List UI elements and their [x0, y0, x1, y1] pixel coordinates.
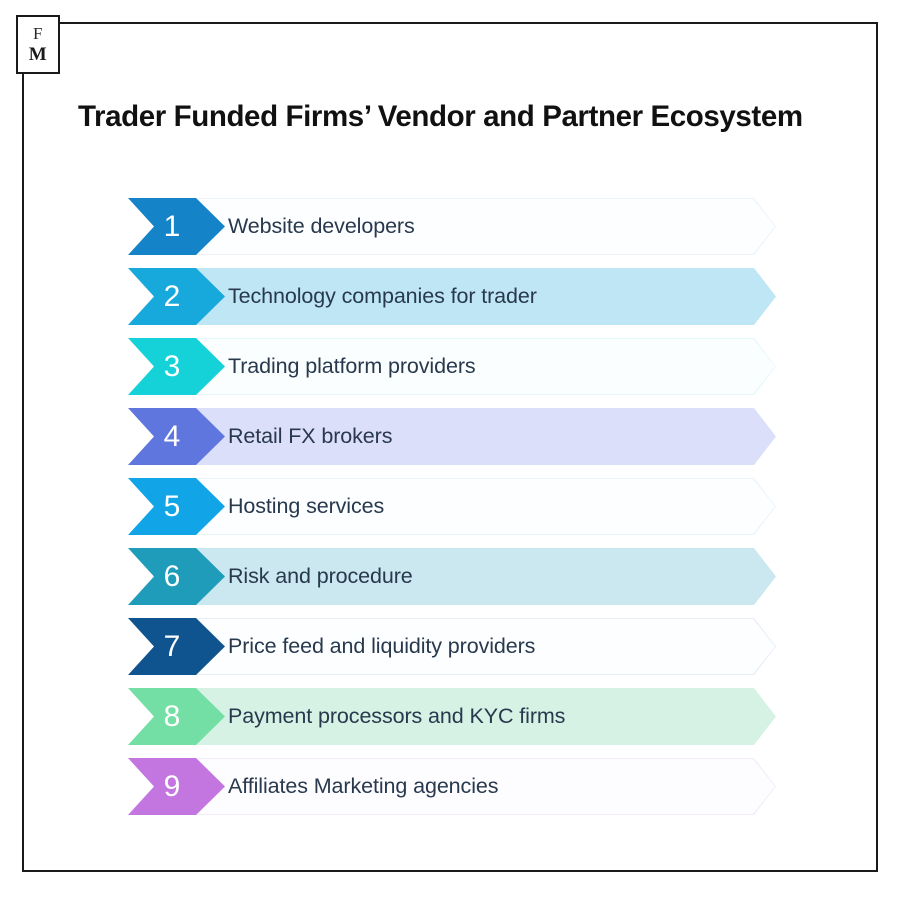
list-item-label: Hosting services	[228, 494, 385, 518]
list-item-body	[169, 409, 775, 464]
list-item-body	[169, 759, 775, 814]
list-item[interactable]: 8 Payment processors and KYC firms	[128, 688, 776, 745]
list-item[interactable]: 4 Retail FX brokers	[128, 408, 776, 465]
list-item-number: 2	[163, 279, 181, 313]
list-item-body	[169, 339, 775, 394]
fm-logo: F M	[16, 15, 60, 74]
logo-letter-m: M	[28, 44, 48, 65]
list-item[interactable]: 9 Affiliates Marketing agencies	[128, 758, 776, 815]
list-item-body	[169, 619, 775, 674]
list-item-number: 6	[163, 559, 181, 593]
list-item-number: 4	[163, 419, 181, 453]
list-item[interactable]: 1 Website developers	[128, 198, 776, 255]
list-item-number: 9	[163, 769, 181, 803]
list-item-label: Technology companies for trader	[228, 284, 537, 308]
list-item-label: Website developers	[228, 214, 415, 238]
list-item-label: Affiliates Marketing agencies	[228, 774, 499, 798]
list-item-number: 5	[163, 489, 181, 523]
list-item-label: Price feed and liquidity providers	[228, 634, 536, 658]
list-item-body	[169, 549, 775, 604]
list-item-label: Retail FX brokers	[228, 424, 393, 448]
list-item-number: 3	[163, 349, 181, 383]
list-item[interactable]: 7 Price feed and liquidity providers	[128, 618, 776, 675]
logo-letter-f: F	[33, 24, 43, 43]
list-item-body	[169, 269, 775, 324]
list-item-body	[169, 479, 775, 534]
page-title: Trader Funded Firms’ Vendor and Partner …	[78, 100, 803, 133]
list-item[interactable]: 2 Technology companies for trader	[128, 268, 776, 325]
list-item[interactable]: 3 Trading platform providers	[128, 338, 776, 395]
list-item[interactable]: 6 Risk and procedure	[128, 548, 776, 605]
list-item-label: Trading platform providers	[228, 354, 476, 378]
list-item-body	[169, 199, 775, 254]
list-item[interactable]: 5 Hosting services	[128, 478, 776, 535]
list-item-label: Risk and procedure	[228, 564, 413, 588]
list-item-number: 1	[163, 209, 181, 243]
ecosystem-list: 1 Website developers 2 Technology companies…	[128, 198, 776, 828]
list-item-label: Payment processors and KYC firms	[228, 704, 566, 728]
list-item-number: 8	[163, 699, 181, 733]
list-item-body	[169, 689, 775, 744]
list-item-number: 7	[163, 629, 181, 663]
